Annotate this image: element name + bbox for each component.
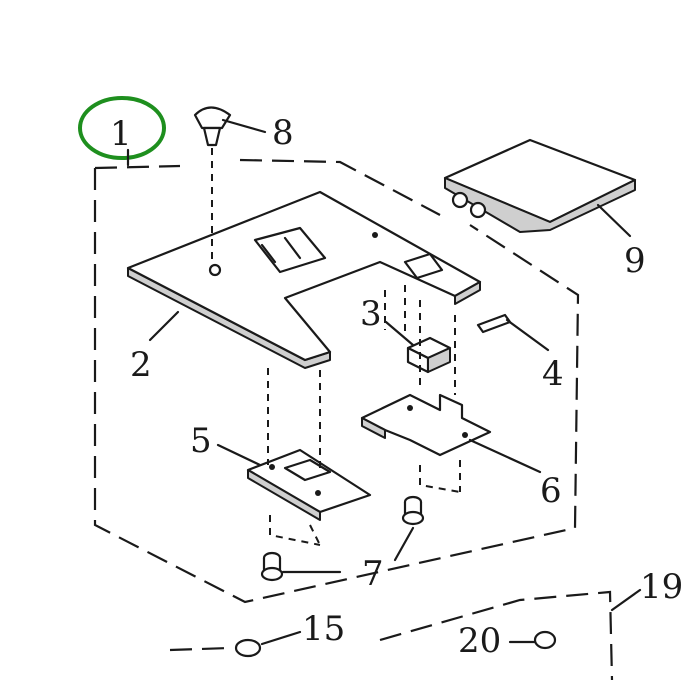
leader-dash-6 xyxy=(419,300,456,395)
callout-6[interactable]: 6 xyxy=(540,471,562,511)
callout-19[interactable]: 19 xyxy=(640,567,683,607)
part-5-bracket[interactable] xyxy=(246,448,372,521)
leader-dash-5b xyxy=(269,515,321,546)
callout-7[interactable]: 7 xyxy=(362,554,384,594)
part-9-cover[interactable] xyxy=(443,138,637,233)
callout-3[interactable]: 3 xyxy=(360,294,382,334)
callout-5[interactable]: 5 xyxy=(190,421,212,461)
part-2-plate[interactable] xyxy=(126,190,482,369)
callout-2[interactable]: 2 xyxy=(130,345,152,385)
part-4-pin[interactable] xyxy=(476,313,512,334)
callout-1[interactable]: 1 xyxy=(110,114,132,154)
leader-dash-5 xyxy=(267,368,321,470)
callout-4[interactable]: 4 xyxy=(542,354,564,394)
part-6-bracket[interactable] xyxy=(360,393,492,457)
callout-8[interactable]: 8 xyxy=(272,113,294,153)
callout-15[interactable]: 15 xyxy=(302,609,345,649)
callout-9[interactable]: 9 xyxy=(624,241,646,281)
leader-dash-3 xyxy=(384,285,406,335)
part-7-screw-2[interactable] xyxy=(260,551,284,582)
assembly-boundary xyxy=(93,158,580,604)
leader-lines xyxy=(148,118,642,646)
leader-dash-6b xyxy=(419,460,461,493)
part-7-screw[interactable] xyxy=(401,495,425,526)
callout-20[interactable]: 20 xyxy=(458,621,501,661)
part-3-block[interactable] xyxy=(406,336,452,374)
lower-assembly xyxy=(169,590,614,681)
highlight-circle xyxy=(78,96,166,160)
part-8-screw[interactable] xyxy=(193,106,232,147)
